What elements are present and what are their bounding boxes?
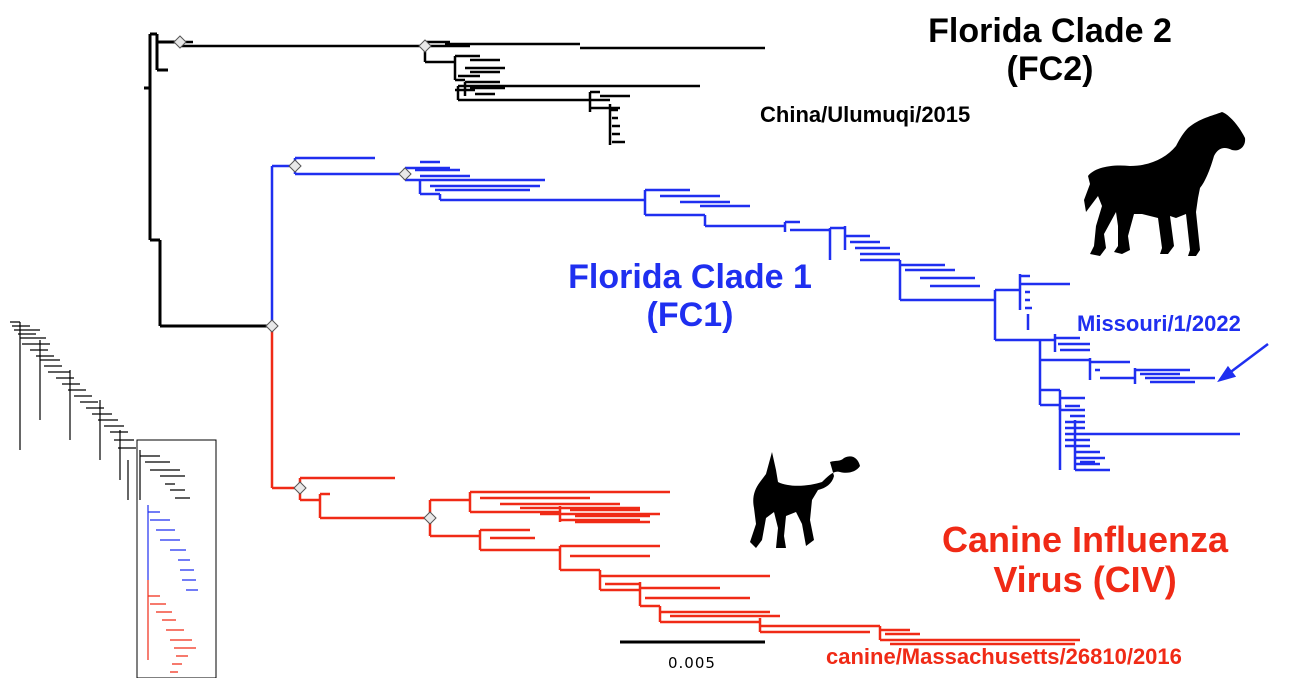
inset-highlight-box <box>136 439 217 678</box>
civ-clade-branches <box>270 326 1080 646</box>
fc2-title-line1: Florida Clade 2 <box>928 12 1172 50</box>
civ-title-line2: Virus (CIV) <box>993 559 1177 600</box>
fc2-clade-title: Florida Clade 2 (FC2) <box>840 12 1260 88</box>
fc2-title-line2: (FC2) <box>1006 50 1094 88</box>
node-marker-civ <box>293 481 307 495</box>
inset-overview-tree <box>10 321 217 678</box>
fc2-clade-branches <box>178 40 765 145</box>
node-marker-fc1 <box>288 159 302 173</box>
scale-bar-label: 0.005 <box>668 654 716 672</box>
node-marker-civ-sub <box>423 511 437 525</box>
horse-silhouette-icon <box>1084 112 1246 256</box>
beagle-silhouette-icon <box>750 452 860 548</box>
node-marker-fc2 <box>173 35 187 49</box>
taxon-label-massachusetts: canine/Massachusetts/26810/2016 <box>826 644 1182 669</box>
fc1-clade-title: Florida Clade 1 (FC1) <box>540 258 840 334</box>
node-markers <box>173 35 437 525</box>
fc1-title-line2: (FC1) <box>646 296 734 334</box>
node-marker-fc2-sub <box>418 39 432 53</box>
civ-title-line1: Canine Influenza <box>941 519 1229 560</box>
fc1-clade-branches <box>270 156 1240 472</box>
node-marker-root <box>265 319 279 333</box>
taxon-label-missouri: Missouri/1/2022 <box>1077 311 1241 336</box>
tree-backbone <box>144 32 272 328</box>
taxon-label-china: China/Ulumuqi/2015 <box>760 102 971 127</box>
node-marker-fc1-sub <box>398 167 412 181</box>
fc1-title-line1: Florida Clade 1 <box>568 258 812 296</box>
civ-clade-title: Canine Influenza Virus (CIV) <box>895 520 1275 600</box>
missouri-arrow <box>1217 343 1269 383</box>
